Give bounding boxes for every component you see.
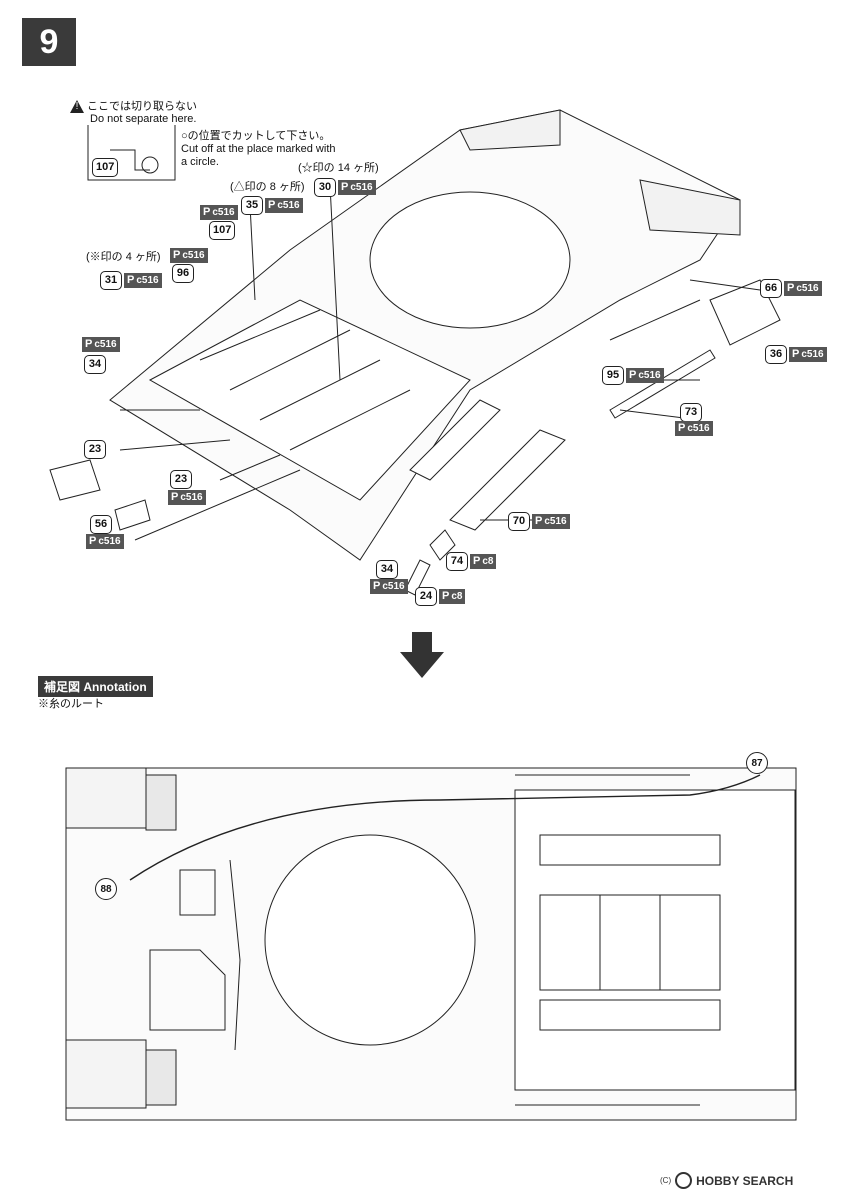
cut-note-en-2: a circle. — [181, 156, 219, 168]
kome-mark-note: (※印の 4 ヶ所) — [86, 251, 161, 263]
triangle-mark-note: (△印の 8 ヶ所) — [230, 181, 305, 193]
callout-87: 87 — [746, 752, 768, 774]
warning-jp: ここでは切り取らない — [87, 100, 197, 113]
cut-note-en-1: Cut off at the place marked with — [181, 143, 336, 155]
cut-note: ○の位置でカットして下さい。 Cut off at the place mark… — [181, 130, 336, 169]
logo-text: HOBBY SEARCH — [696, 1173, 794, 1188]
part-96-number: 96 — [172, 264, 194, 283]
annotation-subtitle: ※糸のルート — [38, 698, 104, 710]
cut-note-jp: ○の位置でカットして下さい。 — [181, 130, 331, 142]
down-arrow-icon — [400, 632, 444, 678]
do-not-separate-note: !ここでは切り取らない Do not separate here. — [70, 100, 197, 126]
part-34-number-left: 34 — [84, 355, 106, 374]
part-23-label-left: 23 — [84, 440, 106, 459]
logo-icon — [675, 1172, 693, 1189]
part-73-number: 73 — [680, 403, 702, 422]
warning-en: Do not separate here. — [90, 113, 197, 126]
copyright-mark: (C) — [660, 1176, 672, 1185]
annotation-title: 補足図 Annotation — [38, 676, 153, 697]
part-23-label: 23 — [170, 470, 192, 489]
watermark-logo: (C) HOBBY SEARCH — [660, 1172, 793, 1189]
callout-88: 88 — [95, 878, 117, 900]
part-34-number-bottom: 34 — [376, 560, 398, 579]
part-107-label-inset: 107 — [92, 158, 119, 177]
part-107-number: 107 — [209, 221, 236, 240]
step-number: 9 — [22, 18, 76, 66]
part-56-label: 56 — [90, 515, 112, 534]
star-mark-note: (☆印の 14 ヶ所) — [298, 162, 379, 174]
